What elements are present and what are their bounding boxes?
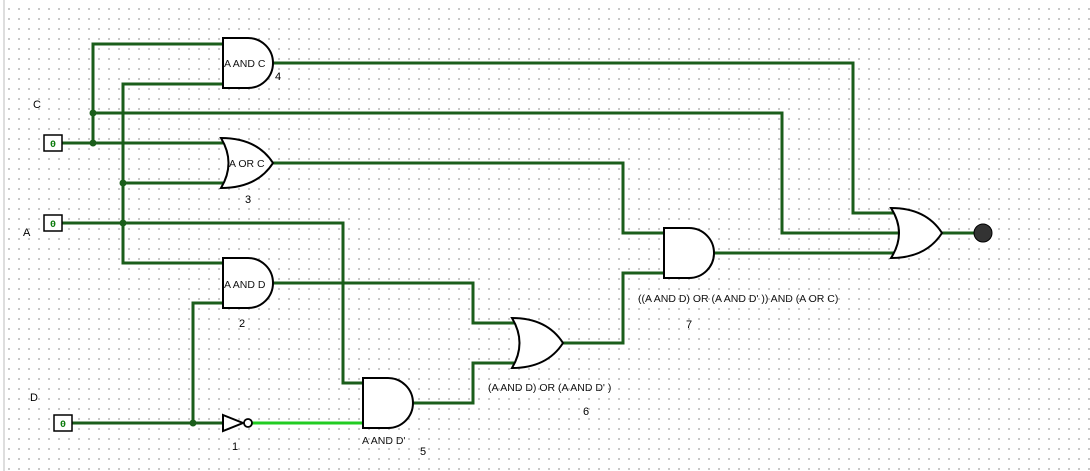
junction-dot <box>89 139 97 147</box>
wire-a-bus-vertical[interactable] <box>121 82 225 265</box>
and-gate-7-body[interactable] <box>663 227 715 279</box>
not-gate-1-bubble <box>243 418 253 428</box>
wire-and4-out[interactable] <box>271 61 899 215</box>
not-gate-1-number: 1 <box>232 441 238 453</box>
and-gate-4[interactable]: A AND C 4 <box>222 37 281 89</box>
or-gate-6[interactable]: (A AND D) OR (A AND D' ) 6 <box>488 316 611 418</box>
wire-c-to-final-or[interactable] <box>91 111 899 235</box>
and-gate-7-label: ((A AND D) OR (A AND D' )) AND (A OR C) <box>638 293 838 305</box>
junction-dot <box>119 179 127 187</box>
and-gate-4-body[interactable] <box>222 37 274 89</box>
input-pin-a[interactable]: A 0 <box>23 214 63 239</box>
and-gate-5-body[interactable] <box>362 377 414 429</box>
and-gate-2[interactable]: A AND D 2 <box>222 257 274 330</box>
or-gate-3-label: A OR C <box>229 158 265 170</box>
junctions <box>89 109 197 427</box>
input-pin-c[interactable]: C 0 <box>33 99 63 152</box>
and-gate-2-label: A AND D <box>224 279 266 291</box>
not-gate-1[interactable]: 1 <box>222 413 253 453</box>
and-gate-7-number: 7 <box>686 319 692 331</box>
wire-a-input[interactable] <box>62 221 365 385</box>
or-gate-6-label: (A AND D) OR (A AND D' ) <box>488 382 611 394</box>
wire-c-bus[interactable] <box>91 42 225 145</box>
input-pin-a-label: A <box>23 227 31 239</box>
or-gate-6-number: 6 <box>583 406 589 418</box>
and-gate-7[interactable]: ((A AND D) OR (A AND D' )) AND (A OR C) … <box>638 227 838 331</box>
or-gate-output[interactable] <box>889 206 944 260</box>
wire-or3-out[interactable] <box>271 161 666 235</box>
and-gate-2-body[interactable] <box>222 257 274 309</box>
and-gate-2-number: 2 <box>239 318 245 330</box>
or-gate-3-number: 3 <box>245 194 251 206</box>
junction-dot <box>119 219 127 227</box>
or-gate-output-body[interactable] <box>889 206 944 260</box>
or-gate-6-body[interactable] <box>510 316 565 370</box>
input-pin-c-label: C <box>33 99 41 111</box>
junction-dot <box>189 419 197 427</box>
not-gate-1-body[interactable] <box>222 413 246 433</box>
or-gate-3-body[interactable] <box>219 136 275 190</box>
input-pin-c-box[interactable] <box>43 134 63 152</box>
and-gate-5-number: 5 <box>420 446 426 458</box>
or-gate-3[interactable]: A OR C 3 <box>219 136 275 206</box>
and-gate-5-label: A AND D' <box>362 435 405 447</box>
and-gate-4-label: A AND C <box>224 58 266 70</box>
output-led[interactable] <box>973 223 993 243</box>
wire-and5-out[interactable] <box>411 361 520 405</box>
input-pin-d-label: D <box>30 392 38 404</box>
input-pin-d-box[interactable] <box>53 414 73 432</box>
wire-or6-out[interactable] <box>561 271 666 345</box>
output-led-indicator[interactable] <box>973 223 993 243</box>
and-gate-4-number: 4 <box>275 71 281 83</box>
and-gate-5[interactable]: A AND D' 5 <box>362 377 426 458</box>
input-pin-d-value: 0 <box>60 420 66 431</box>
wire-d-to-and2[interactable] <box>191 301 225 425</box>
wires <box>62 42 985 425</box>
junction-dot <box>89 109 97 117</box>
input-pin-a-box[interactable] <box>43 214 63 232</box>
input-pin-d[interactable]: D 0 <box>30 392 73 432</box>
input-pin-a-value: 0 <box>50 220 56 231</box>
wire-and2-out[interactable] <box>271 281 520 325</box>
input-pin-c-value: 0 <box>50 140 56 151</box>
